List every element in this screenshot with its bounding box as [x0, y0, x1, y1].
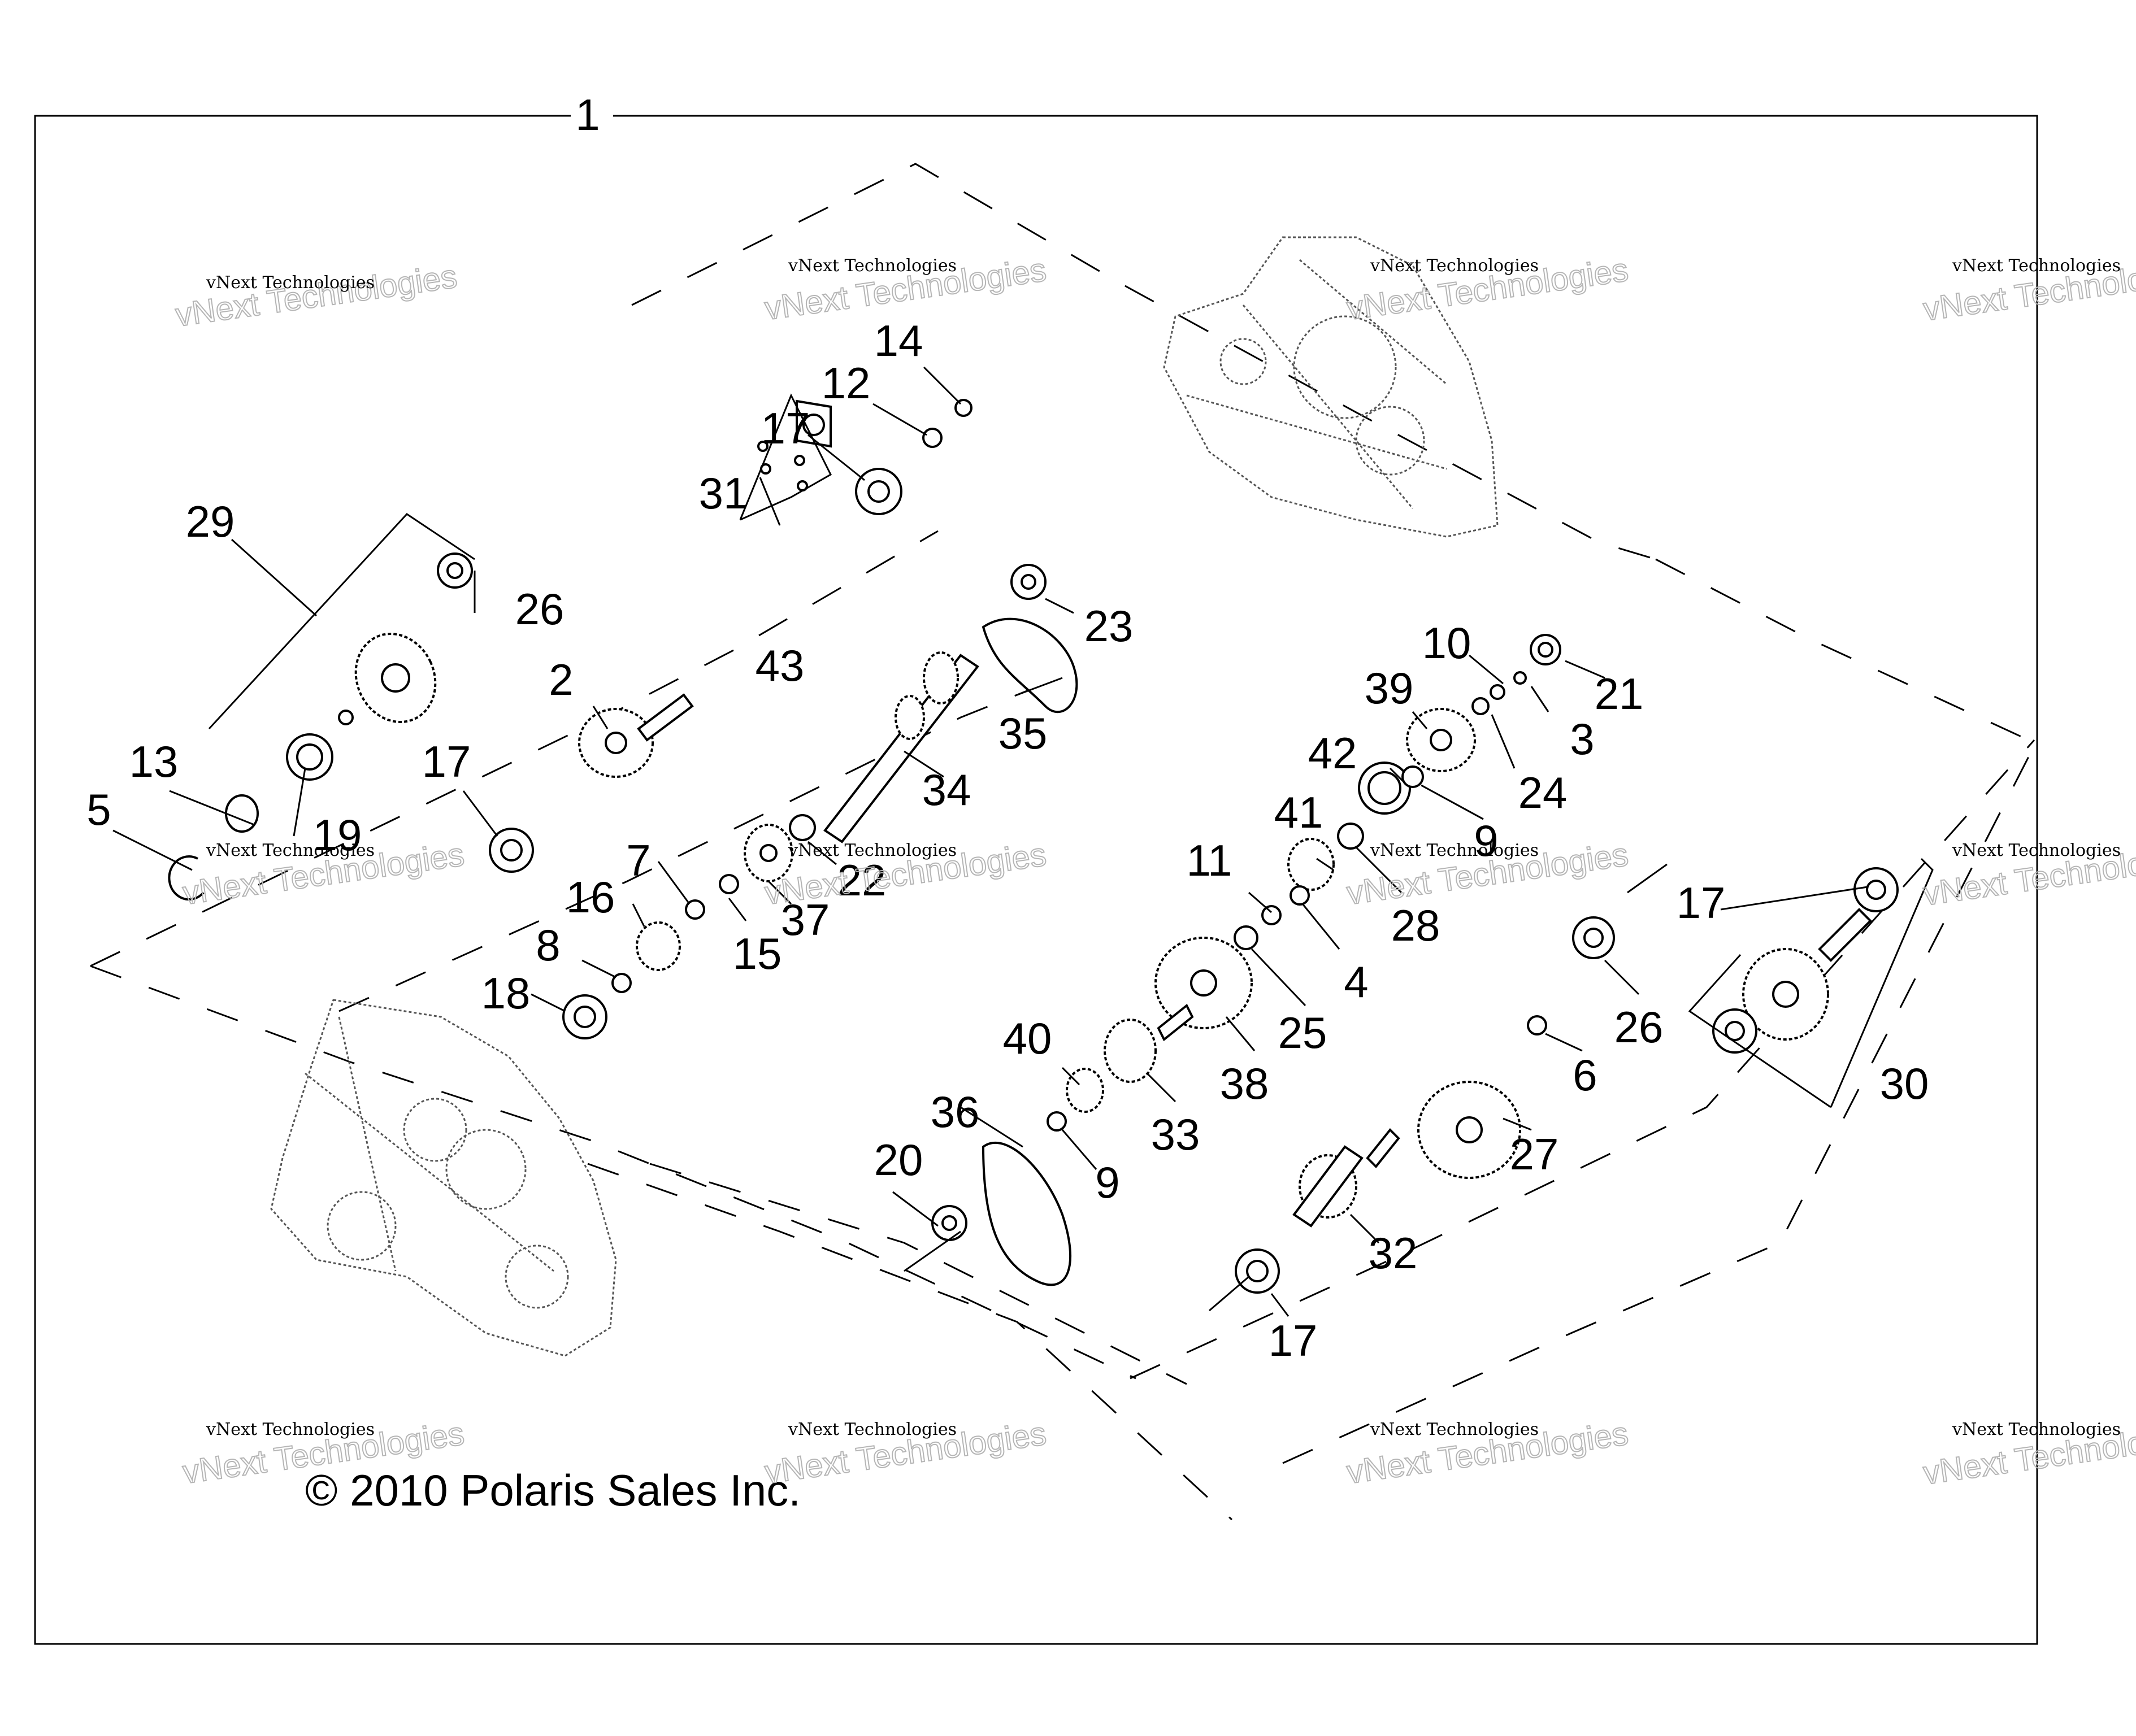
callout: 5	[86, 785, 111, 834]
leader-lines	[112, 366, 1934, 1317]
watermark-text: vNext Technologies	[788, 256, 957, 276]
callout: 11	[1187, 836, 1232, 885]
callout: 4	[1344, 957, 1368, 1007]
watermark-text: vNext Technologies	[1370, 841, 1539, 860]
callout: 35	[998, 708, 1048, 758]
callout: 30	[1880, 1059, 1929, 1108]
callout: 8	[536, 920, 560, 970]
assembly-frame	[34, 115, 2038, 1645]
watermark-text: vNext Technologies	[206, 273, 375, 293]
callout: 23	[1084, 601, 1134, 651]
callout: 26	[1614, 1002, 1664, 1052]
callout: 25	[1278, 1008, 1327, 1058]
watermark-outline: vNext Technologies	[173, 258, 459, 333]
callout: 33	[1151, 1110, 1200, 1159]
guide-dashes	[90, 163, 2035, 1521]
callout: 21	[1595, 669, 1644, 719]
callout: 40	[1003, 1013, 1052, 1063]
callout: 41	[1274, 787, 1323, 837]
watermark-text: vNext Technologies	[206, 841, 375, 860]
watermark-text: vNext Technologies	[788, 841, 957, 860]
watermark-text: vNext Technologies	[1952, 841, 2121, 860]
callout: 12	[822, 358, 871, 408]
callout: 15	[733, 929, 782, 978]
transmission-case-upper	[1163, 236, 1499, 538]
callout: 17	[422, 737, 471, 786]
callout: 43	[756, 641, 805, 690]
callout: 2	[549, 655, 573, 704]
callout: 36	[931, 1087, 980, 1137]
watermarks: vNext Technologies vNext Technologies vN…	[173, 251, 2136, 1493]
callout: 3	[1570, 714, 1594, 764]
copyright-text: © 2010 Polaris Sales Inc.	[305, 1465, 801, 1515]
callout: 24	[1518, 768, 1568, 817]
callout: 37	[781, 895, 830, 945]
assembly-number: 1	[575, 90, 600, 140]
callout: 28	[1391, 900, 1440, 950]
callout: 38	[1220, 1059, 1269, 1108]
callout: 9	[1095, 1158, 1119, 1207]
watermark-text: vNext Technologies	[788, 1420, 957, 1439]
callout: 27	[1510, 1129, 1559, 1179]
watermark-text: vNext Technologies	[1370, 256, 1539, 276]
callout: 6	[1573, 1050, 1597, 1100]
callout: 13	[129, 737, 179, 786]
callout: 34	[922, 765, 971, 815]
callout: 31	[699, 468, 748, 518]
callout: 20	[874, 1135, 923, 1185]
callout: 17	[1677, 878, 1726, 928]
callout: 32	[1369, 1228, 1418, 1278]
callout: 26	[515, 584, 565, 634]
callout: 14	[874, 316, 923, 366]
callout: 16	[566, 872, 615, 922]
watermark-text: vNext Technologies	[1370, 1420, 1539, 1439]
transmission-case-lower	[270, 999, 617, 1357]
callout: 17	[1269, 1316, 1318, 1365]
callout: 22	[837, 855, 887, 905]
callout: 42	[1308, 728, 1357, 778]
callout: 10	[1422, 618, 1471, 668]
callout: 17	[761, 403, 810, 453]
callout: 39	[1365, 663, 1414, 713]
callout: 29	[186, 497, 235, 546]
watermark-text: vNext Technologies	[206, 1420, 375, 1439]
watermark-text: vNext Technologies	[1952, 1420, 2121, 1439]
callout: 19	[313, 810, 362, 860]
callout-labels: 29 26 13 19 5 17 2 31 43 14 12 17 23 35 …	[86, 316, 1929, 1365]
watermark-text: vNext Technologies	[1952, 256, 2121, 276]
callout: 7	[626, 836, 650, 885]
callout: 9	[1474, 816, 1498, 865]
callout: 18	[481, 968, 531, 1018]
